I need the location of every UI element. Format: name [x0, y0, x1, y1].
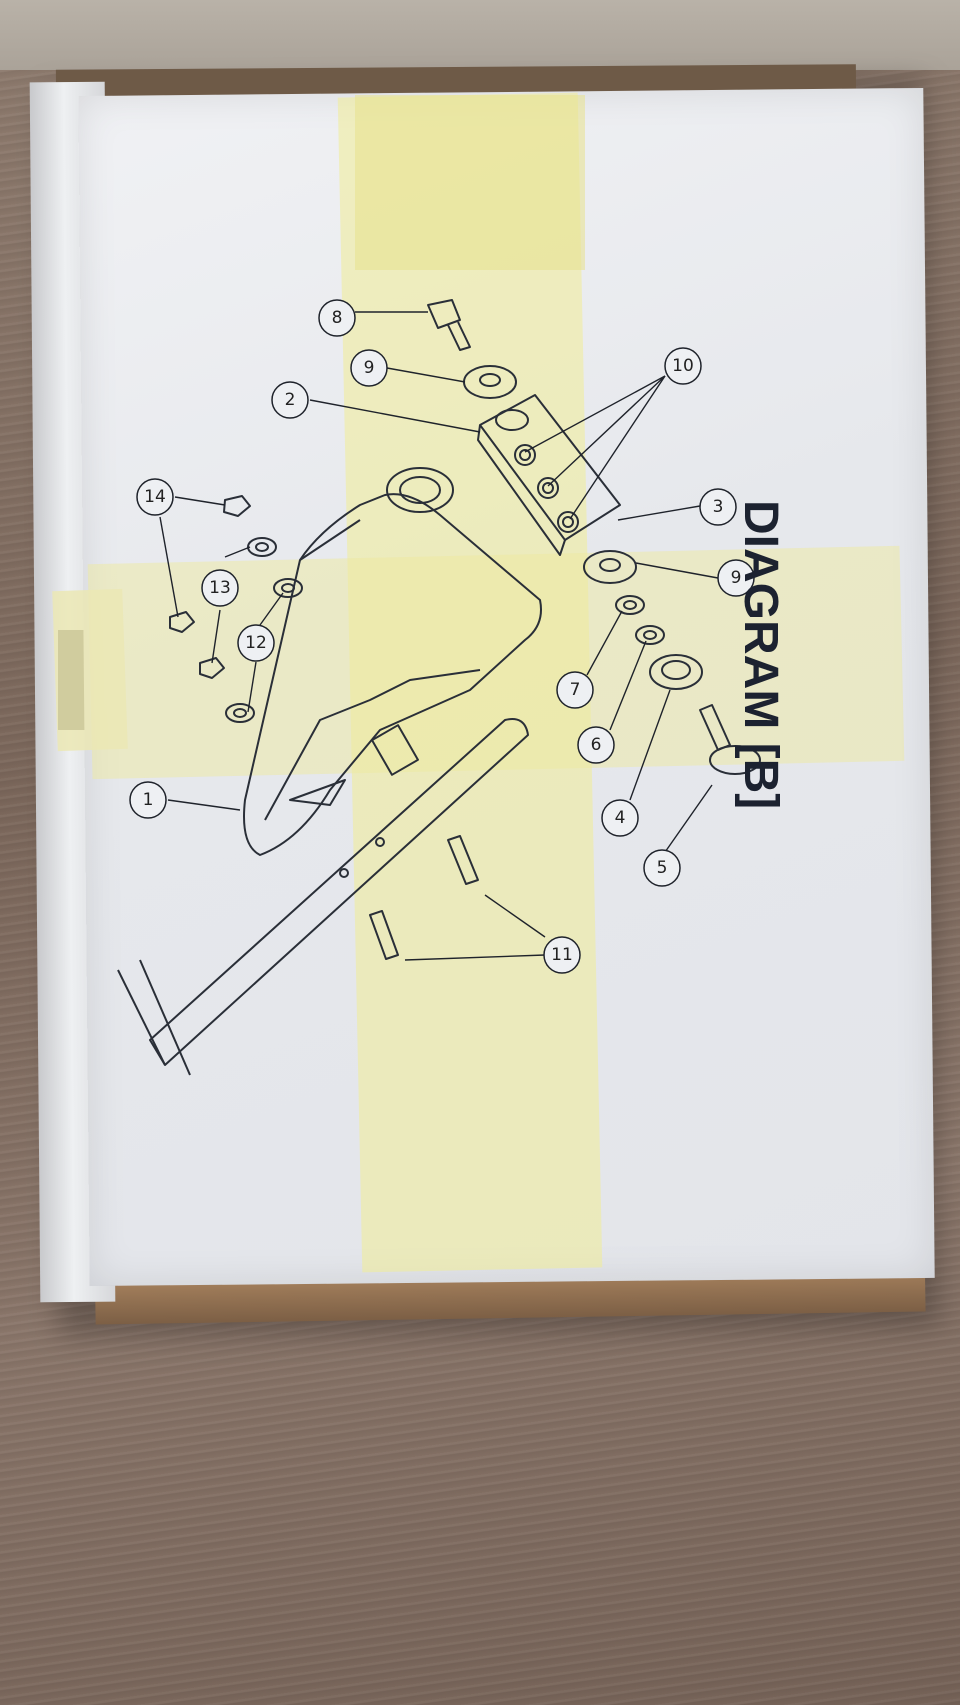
callout-4: 4	[615, 808, 626, 828]
callout-7: 7	[570, 680, 581, 700]
callout-14: 14	[144, 487, 166, 507]
callout-11: 11	[551, 945, 573, 965]
tape-overlap-piece	[355, 95, 585, 270]
bracket-part	[243, 493, 542, 856]
diagram-heading: DIAGRAM [B]	[734, 500, 787, 810]
callout-3: 3	[713, 497, 724, 517]
callout-10: 10	[672, 356, 694, 376]
callout-6: 6	[591, 735, 602, 755]
callout-12: 12	[245, 633, 267, 653]
callout-9-upper: 9	[364, 358, 375, 378]
callout-13: 13	[209, 578, 231, 598]
base-plate-part	[149, 718, 529, 1066]
callout-1: 1	[143, 790, 154, 810]
callout-2: 2	[285, 390, 296, 410]
callout-9-lower: 9	[731, 568, 742, 588]
pivot-block-part	[479, 394, 621, 541]
callout-5: 5	[657, 858, 668, 878]
callout-8: 8	[332, 308, 343, 328]
